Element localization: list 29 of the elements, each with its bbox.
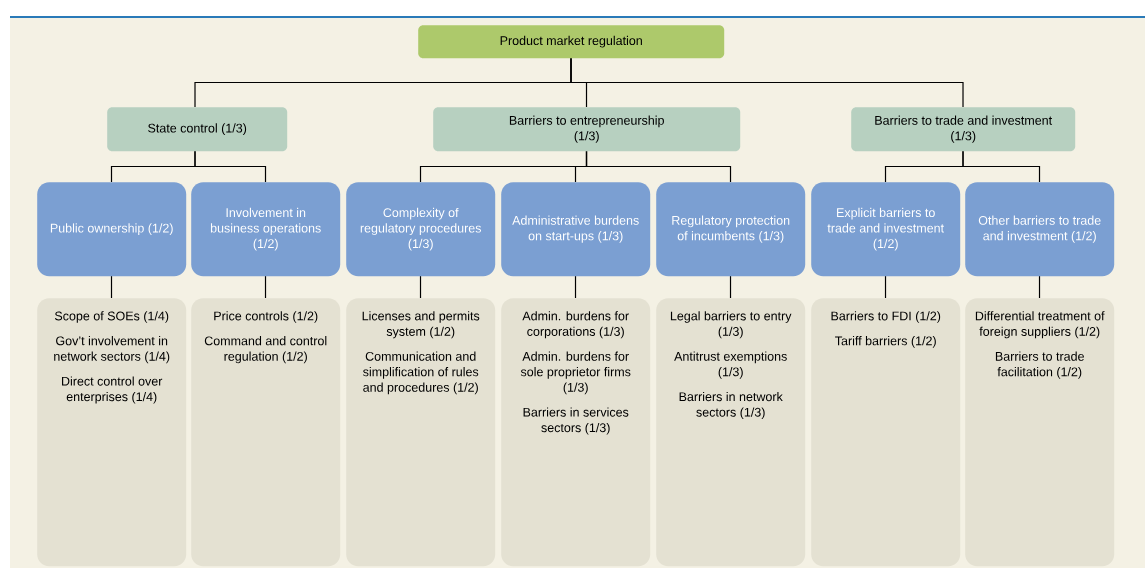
subcategory-box: Administrative burdens on start-ups (1/3) [501,182,651,277]
connector-line [110,275,113,299]
connector-line [729,275,732,299]
subcategory-box: Other barriers to trade and investment (1/2) [965,182,1115,277]
indicator-box: Admin. burdens for corporations (1/3) Admin. burdens for sole proprietor firms (1/3) Barriers in services sectors (1/3) [501,298,651,567]
connector-line [194,150,267,183]
category-box: Barriers to entrepreneurship (1/3) [433,107,741,152]
subcategory-box: Public ownership (1/2) [37,182,187,277]
connector-line [419,275,422,299]
connector-line [570,57,964,108]
subcategory-box: Explicit barriers to trade and investment (1/2) [811,182,961,277]
indicator-box: Price controls (1/2) Command and control regulation (1/2) [191,298,341,567]
connector-line [574,275,577,299]
indicator-box: Scope of SOEs (1/4) Gov’t involvement in network sectors (1/4) Direct control over enterprises (1/4) [37,298,187,567]
indicator-box: Barriers to FDI (1/2) Tariff barriers (1/2) [811,298,961,567]
connector-line [962,150,1041,183]
subcategory-box: Regulatory protection of incumbents (1/3) [656,182,806,277]
category-box: State control (1/3) [107,107,288,152]
connector-line [585,150,732,183]
connector-line [1038,275,1041,299]
title-box: Product market regulation [418,25,725,59]
indicator-box: Differential treatment of foreign suppliers (1/2) Barriers to trade facilitation (1/2) [965,298,1115,567]
indicator-box: Legal barriers to entry (1/3) Antitrust exemptions (1/3) Barriers in network sectors (1/3) [656,298,806,567]
connector-line [264,275,267,299]
category-box: Barriers to trade and investment (1/3) [851,107,1076,152]
connector-line [884,275,887,299]
subcategory-box: Involvement in business operations (1/2) [191,182,341,277]
indicator-box: Licenses and permits system (1/2) Communication and simplification of rules and procedures (1/2) [346,298,496,567]
subcategory-box: Complexity of regulatory procedures (1/3) [346,182,496,277]
